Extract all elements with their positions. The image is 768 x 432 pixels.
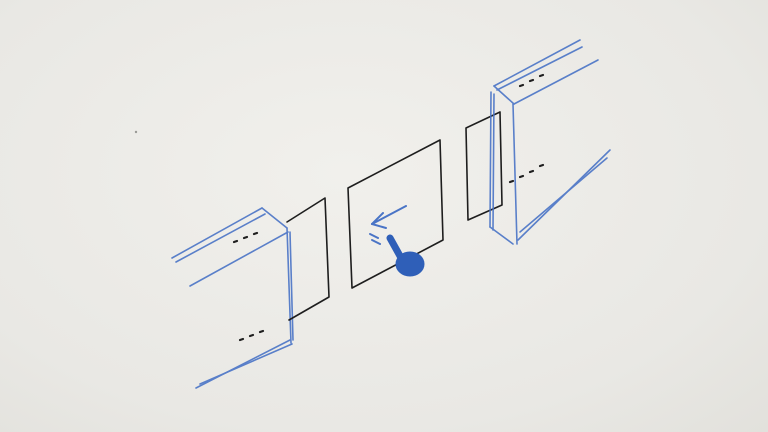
- frame-right: [466, 112, 502, 220]
- right-block: [490, 40, 610, 244]
- left-block: [172, 208, 293, 388]
- frame-left: [287, 198, 329, 320]
- hand-cursor-icon: [390, 238, 424, 276]
- frame-center: [348, 140, 443, 288]
- paper-speck: [135, 131, 137, 133]
